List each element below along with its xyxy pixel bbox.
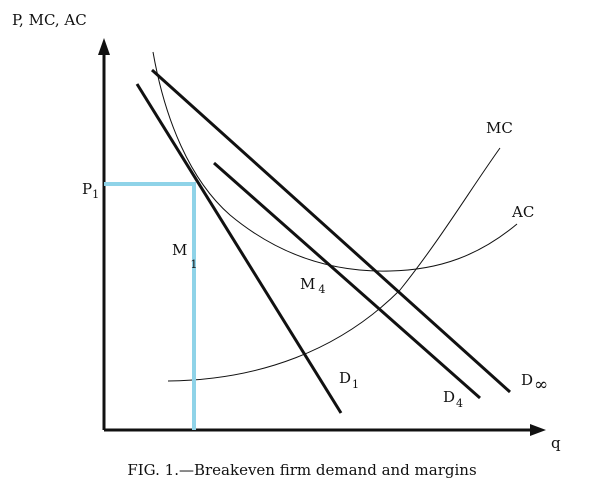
dinf-demand-line [150, 68, 512, 394]
ac-curve [152, 51, 518, 272]
d1-demand-line [135, 83, 343, 414]
y-axis-arrowhead [98, 38, 110, 55]
breakeven-highlight [104, 182, 196, 430]
mc-curve [167, 147, 501, 382]
m4-label-sub: 4 [318, 283, 325, 296]
d1-label-sub: 1 [352, 378, 359, 391]
dinf-label-sub: ∞ [534, 375, 548, 395]
price-label-sub: 1 [92, 188, 99, 201]
price-label-base: P [82, 180, 92, 198]
mc-label: MC [486, 119, 513, 137]
d4-label: D4 [443, 388, 463, 410]
d1-label: D1 [339, 369, 359, 391]
d4-label-sub: 4 [456, 397, 463, 410]
d1-label-base: D [339, 369, 351, 387]
m1-label-sub: 1 [190, 258, 197, 271]
price-label: P1 [82, 180, 99, 201]
axes [98, 38, 546, 436]
x-axis-arrowhead [530, 424, 546, 436]
x-axis-label: q [551, 434, 561, 452]
m4-label-base: M [300, 275, 315, 293]
m1-label: M1 [172, 241, 197, 271]
figure-caption: FIG. 1.—Breakeven firm demand and margin… [127, 461, 476, 479]
m1-label-base: M [172, 241, 187, 259]
dinf-label: D∞ [521, 371, 548, 395]
ac-label: AC [511, 203, 534, 221]
d4-demand-line [213, 161, 481, 400]
d4-label-base: D [443, 388, 455, 406]
y-axis-label: P, MC, AC [12, 11, 87, 29]
dinf-label-base: D [521, 371, 533, 389]
